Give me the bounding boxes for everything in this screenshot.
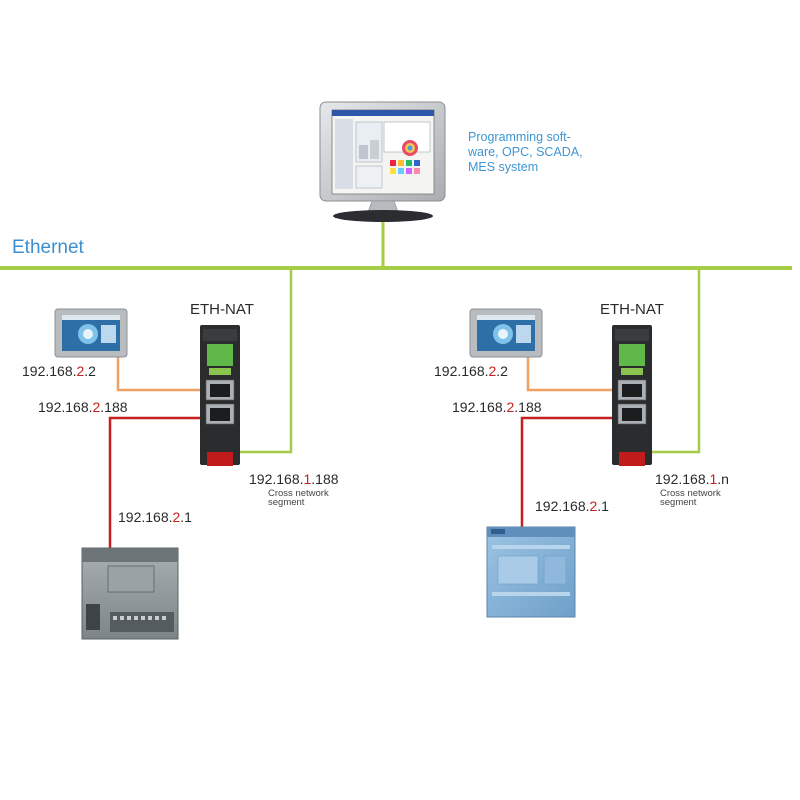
left-cross-segment-note: Cross network segment [268, 488, 331, 508]
left-gateway-name: ETH-NAT [190, 301, 254, 318]
left-hmi-cable [116, 356, 214, 392]
computer-monitor [319, 101, 446, 222]
right-plc-ip: 192.168.2.1 [535, 498, 609, 514]
left-plc [81, 547, 179, 640]
left-hmi-ip: 192.168.2.2 [22, 363, 96, 379]
left-segment: ETH-NAT 192.168.2.2 192.168.2.188 192.16… [22, 268, 339, 640]
right-hmi-ip: 192.168.2.2 [434, 363, 508, 379]
right-hmi-cable [526, 356, 626, 392]
right-plc-cable [520, 416, 626, 528]
left-gateway-wan-ip: 192.168.1.188 [249, 471, 339, 487]
right-gateway-name: ETH-NAT [600, 301, 664, 318]
ethernet-label: Ethernet [12, 237, 85, 258]
right-cross-segment-note: Cross network segment [660, 488, 723, 508]
left-gateway-lan-ip: 192.168.2.188 [38, 399, 128, 415]
left-eth-nat-gateway [200, 325, 240, 466]
right-eth-nat-gateway [612, 325, 652, 466]
ethernet-network: Ethernet [0, 222, 792, 270]
right-gateway-lan-ip: 192.168.2.188 [452, 399, 542, 415]
right-gateway-wan-ip: 192.168.1.n [655, 471, 729, 487]
right-hmi-panel [469, 308, 543, 358]
system-description: Programming soft- ware, OPC, SCADA, MES … [467, 130, 586, 174]
right-plc [486, 526, 576, 618]
left-plc-ip: 192.168.2.1 [118, 509, 192, 525]
left-plc-cable [108, 416, 214, 550]
left-hmi-panel [54, 308, 128, 358]
monitor-stand [333, 210, 433, 222]
right-segment: ETH-NAT 192.168.2.2 192.168.2.188 192.16… [434, 268, 729, 618]
